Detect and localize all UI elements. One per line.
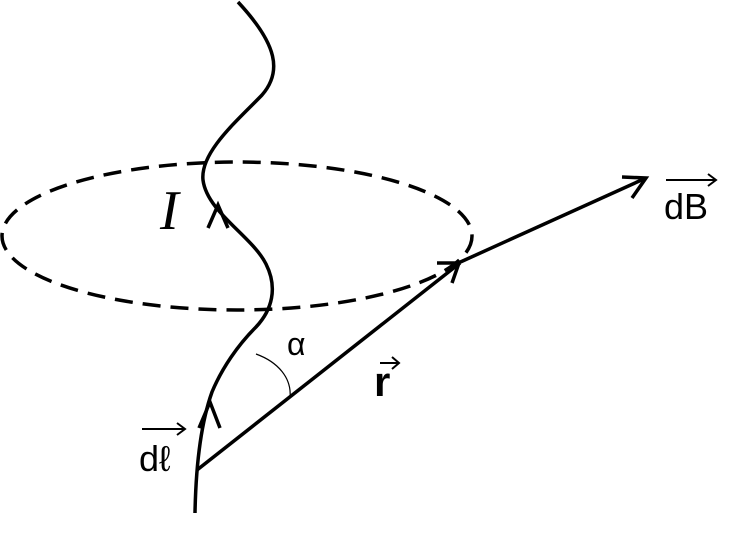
dl-vector-label: dℓ (139, 438, 171, 479)
db-vector-label: dB (664, 186, 708, 227)
current-wire (193, 0, 276, 514)
angle-arc (255, 353, 291, 399)
field-loop (0, 160, 474, 312)
r-vector-overarrow-icon (380, 356, 401, 370)
dl-vector-overarrow-icon (142, 422, 187, 436)
current-label: I (159, 180, 181, 242)
db-vector-arrow-icon (621, 175, 650, 200)
dl-arrow-icon (197, 397, 222, 429)
r-vector-line (195, 261, 462, 472)
r-vector-label: r (374, 358, 390, 405)
db-vector-overarrow-icon (666, 173, 718, 187)
db-vector-line (455, 176, 647, 266)
angle-label: α (287, 326, 306, 362)
current-arrow-icon (206, 200, 230, 229)
